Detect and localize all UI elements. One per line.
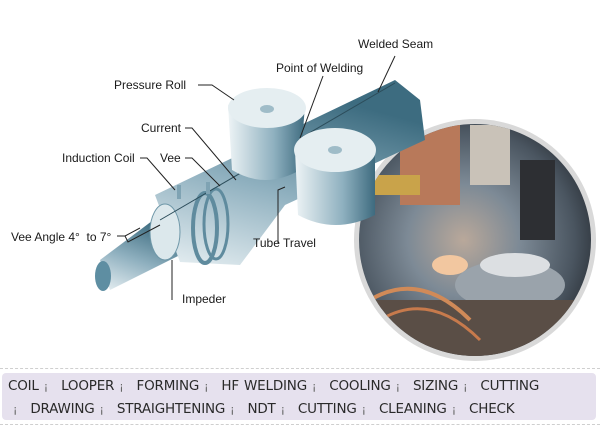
welding-photo — [354, 119, 596, 361]
divider-bottom — [0, 424, 600, 425]
label-vee-angle: Vee Angle 4° to 7° — [11, 230, 112, 244]
pressure-roll-front — [294, 128, 376, 225]
label-welded-seam: Welded Seam — [358, 37, 433, 51]
step: CHECK — [469, 401, 515, 417]
step: COOLING — [329, 378, 391, 394]
step: FORMING — [136, 378, 200, 394]
step: LOOPER — [61, 378, 115, 394]
step: CUTTING — [297, 401, 357, 417]
label-vee: Vee — [160, 151, 181, 165]
label-impeder: Impeder — [182, 292, 226, 306]
process-line-1: COIL¡ LOOPER¡ FORMING¡ HF WELDING¡ COOLI… — [8, 378, 540, 394]
step: SIZING — [412, 378, 459, 394]
step: NDT — [247, 401, 276, 417]
step: STRAIGHTENING — [116, 401, 226, 417]
label-tube-travel: Tube Travel — [253, 236, 316, 250]
pressure-roll-back — [228, 88, 306, 180]
step: COIL — [8, 378, 39, 394]
label-point-of-welding: Point of Welding — [276, 61, 363, 75]
label-current: Current — [141, 121, 182, 135]
process-line-2: ¡ DRAWING¡ STRAIGHTENING¡ NDT¡ CUTTING¡ … — [13, 401, 515, 417]
step: CLEANING — [378, 401, 447, 417]
step: DRAWING — [30, 401, 95, 417]
process-steps-bar: COIL¡ LOOPER¡ FORMING¡ HF WELDING¡ COOLI… — [2, 373, 596, 420]
step: CUTTING — [480, 378, 540, 394]
label-induction-coil: Induction Coil — [62, 151, 135, 165]
step: HF WELDING — [221, 378, 307, 394]
hf-welding-diagram: Welded Seam Point of Welding Pressure Ro… — [11, 37, 596, 361]
label-pressure-roll: Pressure Roll — [114, 78, 186, 92]
divider-top — [0, 368, 600, 369]
